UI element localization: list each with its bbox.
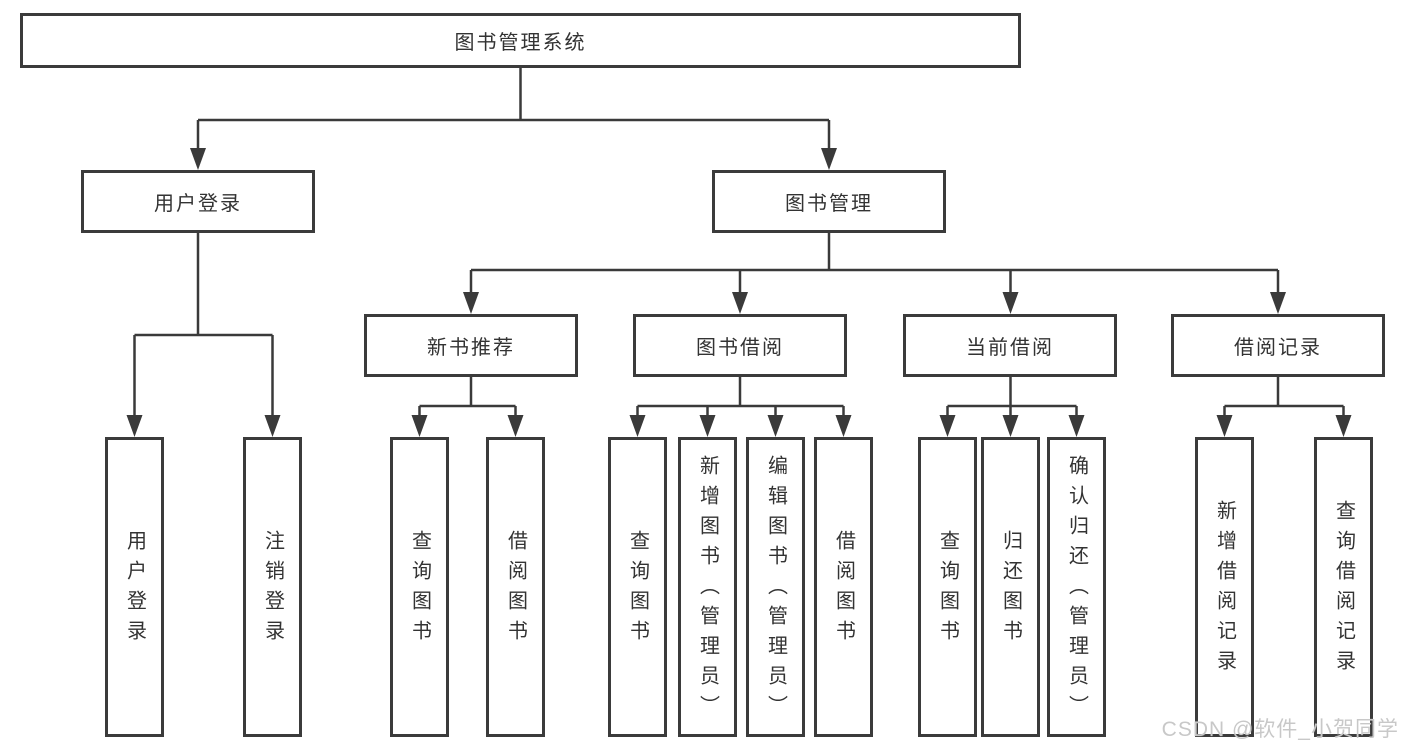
connector-userlogin-to-leaves bbox=[126, 233, 281, 437]
leaf-query-books-1: 查询图书 bbox=[390, 437, 449, 737]
node-book-management-branch: 图书管理 bbox=[712, 170, 946, 233]
leaf-query-books-2: 查询图书 bbox=[608, 437, 667, 737]
node-root-library-system: 图书管理系统 bbox=[20, 13, 1021, 68]
node-current-borrowing: 当前借阅 bbox=[903, 314, 1117, 377]
leaf-query-borrow-record: 查询借阅记录 bbox=[1314, 437, 1373, 737]
connector-bookmgmt-to-level3 bbox=[463, 233, 1286, 314]
leaf-query-books-3: 查询图书 bbox=[918, 437, 977, 737]
leaf-add-books-admin: 新增图书（管理员） bbox=[678, 437, 737, 737]
csdn-watermark: CSDN @软件_小贺同学 bbox=[1161, 718, 1399, 741]
leaf-confirm-return-admin: 确认归还（管理员） bbox=[1047, 437, 1106, 737]
node-new-book-recommendation: 新书推荐 bbox=[364, 314, 578, 377]
leaf-edit-books-admin: 编辑图书（管理员） bbox=[746, 437, 805, 737]
connector-root-to-level2 bbox=[190, 68, 837, 170]
leaf-borrow-books-2: 借阅图书 bbox=[814, 437, 873, 737]
node-user-login-branch: 用户登录 bbox=[81, 170, 315, 233]
node-book-borrowing: 图书借阅 bbox=[633, 314, 847, 377]
node-borrowing-records: 借阅记录 bbox=[1171, 314, 1385, 377]
connector-records-to-leaves bbox=[1216, 377, 1352, 437]
leaf-return-books: 归还图书 bbox=[981, 437, 1040, 737]
leaf-logout: 注销登录 bbox=[243, 437, 302, 737]
connector-borrowing-to-leaves bbox=[629, 377, 852, 437]
connector-current-to-leaves bbox=[939, 377, 1085, 437]
leaf-borrow-books-1: 借阅图书 bbox=[486, 437, 545, 737]
connector-newbooks-to-leaves bbox=[411, 377, 524, 437]
leaf-user-login: 用户登录 bbox=[105, 437, 164, 737]
leaf-add-borrow-record: 新增借阅记录 bbox=[1195, 437, 1254, 737]
